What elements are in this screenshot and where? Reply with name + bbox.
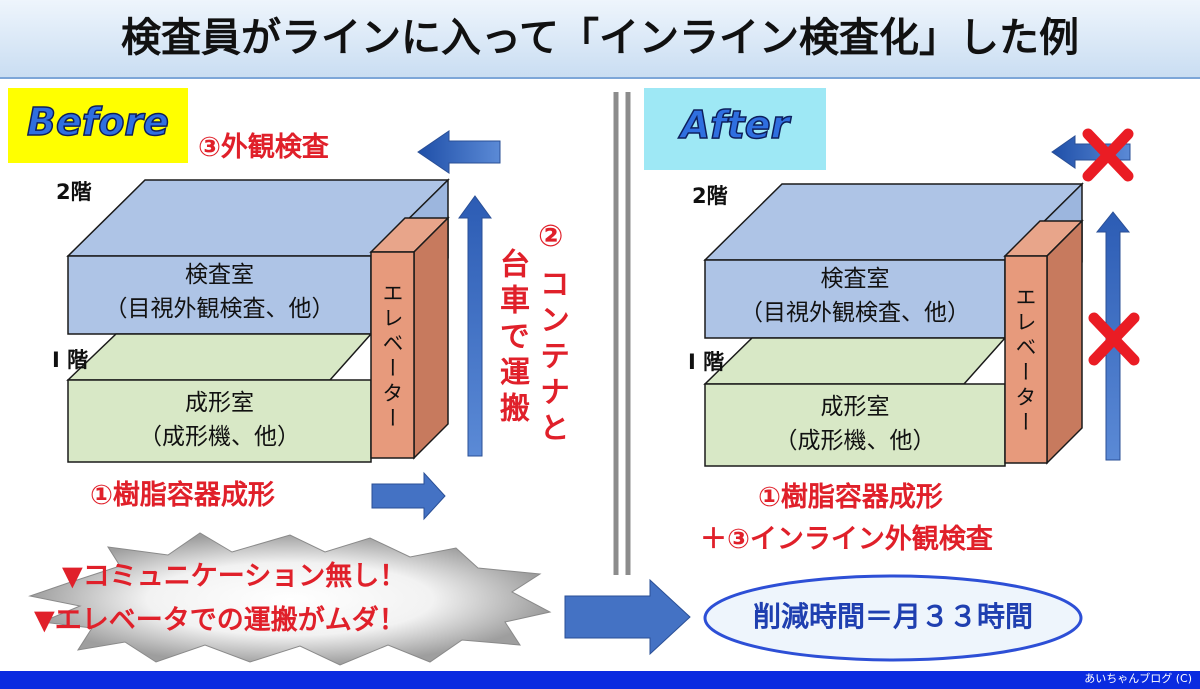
before-step2-number: ② [538, 219, 564, 254]
after-floor1-label: I 階 [688, 350, 725, 374]
before-inspection-room-box [67, 255, 372, 335]
before-elevator-label: エレベーター [380, 282, 404, 432]
before-building [66, 178, 450, 463]
before-inspection-room-detail: （目視外観検査、他） [104, 296, 335, 322]
after-inspection-room-detail: （目視外観検査、他） [740, 300, 970, 326]
before-molding-room-name: 成形室 [185, 390, 254, 416]
before-badge-label: Before [26, 100, 169, 144]
before-step1-label: ①樹脂容器成形 [90, 480, 275, 511]
big-right-arrow [564, 578, 691, 656]
after-badge-label: After [680, 103, 790, 147]
page-title: 検査員がラインに入って「インライン検査化」した例 [121, 15, 1079, 61]
before-inspection-room-name: 検査室 [185, 262, 254, 288]
footer-bar [0, 671, 1200, 689]
before-up-arrow [458, 195, 492, 457]
arrow-right-icon [371, 471, 446, 521]
after-molding-room-detail: （成形機、他） [774, 428, 936, 454]
before-elevator-box [370, 251, 415, 459]
after-molding-room-name: 成形室 [820, 394, 890, 420]
after-inspection-room-box [704, 259, 1006, 339]
before-step2-col2: 台車で運搬 [494, 248, 529, 428]
after-elevator-label: エレベーター [1013, 286, 1037, 436]
after-step1-label: ①樹脂容器成形 [758, 482, 943, 513]
before-floor1-label: I 階 [52, 348, 89, 372]
after-step2-label: ＋③インライン外観検査 [700, 524, 993, 555]
before-problem2: ▼エレベータでの運搬がムダ！ [34, 605, 406, 636]
before-floor2-label: 2階 [56, 180, 92, 204]
footer-credit: あいちゃんブログ (C) [1084, 672, 1192, 685]
before-step2-col1: コンテナと [534, 268, 569, 448]
after-inspection-room-name: 検査室 [820, 266, 890, 292]
after-cross-elevator-icon [1088, 312, 1140, 366]
after-building [703, 182, 1084, 467]
arrow-left-icon [417, 130, 501, 174]
after-badge [644, 88, 826, 170]
burst-icon [28, 532, 552, 666]
before-molding-room-box [67, 379, 372, 463]
after-molding-room-box [704, 383, 1006, 467]
before-molding-room-detail: （成形機、他） [139, 424, 300, 450]
result-text: 削減時間＝月３３時間 [752, 600, 1033, 633]
after-floor2-label: 2階 [692, 184, 728, 208]
before-step3-label: ③外観検査 [198, 132, 329, 163]
title-bar [0, 0, 1200, 78]
result-ellipse [703, 574, 1083, 662]
before-problem1: ▼コミュニケーション無し！ [62, 561, 407, 592]
after-elevator-box [1004, 255, 1048, 464]
cross-icon [1082, 128, 1134, 182]
before-badge [8, 88, 188, 163]
